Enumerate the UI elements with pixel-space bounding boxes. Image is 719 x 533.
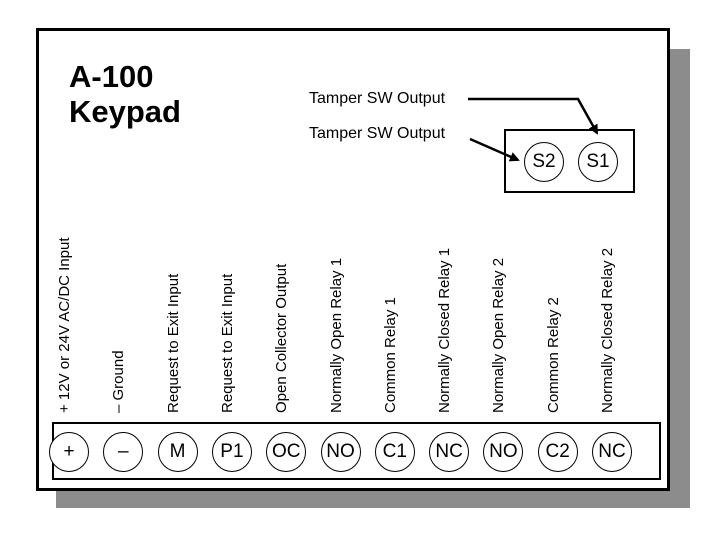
leader-line-s2 (469, 137, 520, 162)
title-model: A-100 (69, 59, 154, 94)
terminal-2: M (157, 432, 198, 472)
title-name: Keypad (69, 94, 181, 129)
terminal-label-7: Normally Closed Relay 1 (436, 247, 454, 413)
terminal-9: C2 (537, 432, 578, 472)
tamper-label-s1: Tamper SW Output (309, 90, 446, 107)
terminal-label-3: Request to Exit Input (218, 273, 236, 413)
terminal-label-2: Request to Exit Input (164, 273, 182, 413)
terminal-10: NC (592, 432, 632, 472)
terminal-0: + (49, 432, 89, 472)
terminal-label-1: – Ground (110, 350, 128, 413)
terminal-6: C1 (374, 432, 415, 472)
keypad-panel (36, 28, 670, 491)
terminal-s2: S2 (524, 142, 564, 182)
terminal-s1: S1 (578, 142, 618, 182)
terminal-3: P1 (211, 432, 252, 472)
terminal-label-5: Normally Open Relay 1 (327, 257, 345, 413)
terminal-5: NO (320, 432, 361, 472)
terminal-label-0: + 12V or 24V AC/DC Input (56, 237, 73, 413)
terminal-8: NO (483, 432, 524, 472)
tamper-label-s2: Tamper SW Output (309, 125, 446, 142)
terminal-label-8: Normally Open Relay 2 (490, 257, 508, 413)
terminal-strip: +–M P1 OC NO C1 NC NO C2 NC (49, 422, 661, 480)
leader-line-s1 (468, 97, 599, 135)
terminal-7: NC (429, 432, 470, 472)
terminal-4: OC (266, 432, 307, 472)
terminal-label-9: Common Relay 2 (544, 297, 562, 413)
terminal-1: – (103, 432, 144, 472)
device-title: A-100 Keypad (69, 59, 181, 129)
tamper-terminal-box: S2 S1 (504, 129, 635, 193)
terminal-label-10: Normally Closed Relay 2 (599, 247, 616, 413)
terminal-label-6: Common Relay 1 (381, 297, 399, 413)
terminal-label-4: Open Collector Output (273, 263, 291, 413)
